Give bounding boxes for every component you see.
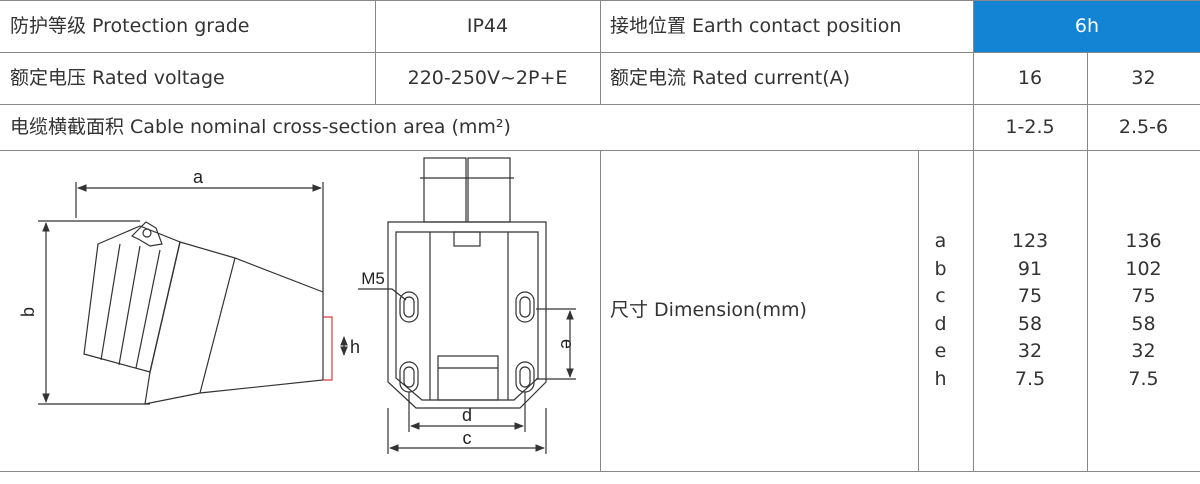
dimension-value: 32	[1017, 340, 1043, 363]
col-divider	[918, 150, 919, 471]
table-border-bottom	[0, 471, 1200, 472]
dimension-key: a	[934, 230, 947, 252]
dimension-e-label: e	[557, 339, 577, 349]
socket-lid	[83, 225, 181, 373]
dimension-value: 123	[1011, 230, 1049, 252]
dimension-values-16: 123 91 75 58 32 7.5	[973, 228, 1087, 394]
dimension-value: 58	[1131, 312, 1156, 335]
socket-body	[144, 241, 324, 405]
front-view-drawing: M5 e d c	[358, 157, 577, 454]
dimension-label: 尺寸 Dimension(mm)	[610, 299, 807, 321]
mount-slot-inner	[403, 296, 415, 318]
dimension-b-label: b	[18, 307, 38, 317]
m5-leader	[358, 288, 407, 301]
dimension-value: 75	[1017, 285, 1043, 308]
rated-current-label: 额定电流 Rated current(A)	[610, 66, 851, 89]
top-tab	[453, 231, 481, 247]
dimension-h-label: h	[350, 337, 360, 357]
dimension-value: 75	[1131, 285, 1156, 308]
col-divider	[375, 0, 376, 104]
top-boss	[423, 157, 467, 223]
earth-contact-value: 6h	[974, 1, 1200, 52]
mount-slot	[399, 291, 419, 323]
col-divider	[973, 0, 974, 471]
m5-label: M5	[361, 269, 385, 288]
dimension-key: e	[934, 340, 947, 363]
col-divider	[600, 0, 601, 104]
col-divider	[600, 150, 601, 471]
rated-current-32: 32	[1131, 66, 1156, 89]
dimension-value: 32	[1131, 340, 1156, 363]
mount-slot-inner	[519, 296, 531, 318]
dimension-d-label: d	[462, 405, 472, 425]
lid-rib	[100, 243, 121, 361]
dimension-value: 91	[1017, 257, 1043, 280]
rated-current-16: 16	[1017, 66, 1043, 89]
rated-voltage-label: 额定电压 Rated voltage	[10, 66, 225, 89]
top-boss	[467, 157, 511, 223]
dimension-value: 58	[1017, 312, 1043, 335]
dimension-key: d	[934, 312, 947, 335]
body-edge	[199, 257, 236, 394]
rated-voltage-value: 220-250V~2P+E	[407, 66, 568, 89]
dimension-key: c	[935, 285, 946, 308]
dimension-key: b	[934, 257, 947, 280]
side-view-drawing: a b h	[18, 167, 360, 405]
front-body	[387, 221, 547, 409]
dimension-keys: a b c d e h	[918, 228, 963, 394]
dimension-key: h	[934, 367, 947, 390]
dimension-value: 102	[1125, 257, 1162, 280]
dimension-value: 7.5	[1014, 367, 1046, 390]
cable-section-16: 1-2.5	[1005, 115, 1055, 138]
earth-contact-label: 接地位置 Earth contact position	[610, 14, 902, 37]
dimension-a-label: a	[193, 167, 204, 187]
cable-section-label: 电缆横截面积 Cable nominal cross-section area …	[10, 115, 511, 138]
mount-bracket	[323, 316, 333, 381]
dimension-c-label: c	[463, 428, 472, 448]
dimension-values-32: 136 102 75 58 32 7.5	[1087, 228, 1200, 394]
hinge	[130, 221, 163, 247]
lid-rib	[135, 249, 161, 369]
mount-slot-inner	[519, 366, 531, 388]
lid-rib	[118, 245, 141, 366]
mount-slot-inner	[403, 366, 415, 388]
mount-slot	[515, 291, 535, 323]
dimension-value: 136	[1125, 230, 1162, 252]
row-divider	[0, 104, 1200, 105]
dimension-value: 7.5	[1128, 367, 1159, 390]
cable-section-32: 2.5-6	[1118, 115, 1169, 138]
hinge-pin	[142, 228, 152, 238]
front-inner	[395, 231, 539, 401]
protection-grade-value: IP44	[466, 14, 509, 37]
col-divider	[1087, 52, 1088, 471]
cable-entry	[437, 355, 499, 401]
protection-grade-label: 防护等级 Protection grade	[10, 14, 250, 37]
